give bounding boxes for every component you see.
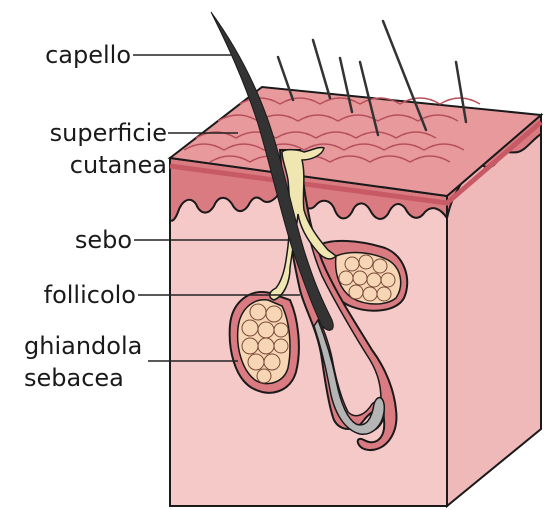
label-superficie-line2: cutanea	[50, 151, 167, 179]
label-capello: capello	[45, 41, 131, 69]
label-sebo: sebo	[75, 226, 132, 254]
label-sebo-text: sebo	[75, 226, 132, 254]
label-ghiandola-sebacea: ghiandola sebacea	[24, 332, 142, 392]
label-ghiandola-line2: sebacea	[24, 364, 142, 392]
label-capello-text: capello	[45, 41, 131, 69]
label-superficie-cutanea: superficie cutanea	[50, 119, 167, 179]
label-follicolo-text: follicolo	[44, 281, 136, 309]
label-follicolo: follicolo	[44, 281, 136, 309]
label-ghiandola-line1: ghiandola	[24, 332, 142, 360]
label-superficie-line1: superficie	[50, 119, 167, 147]
